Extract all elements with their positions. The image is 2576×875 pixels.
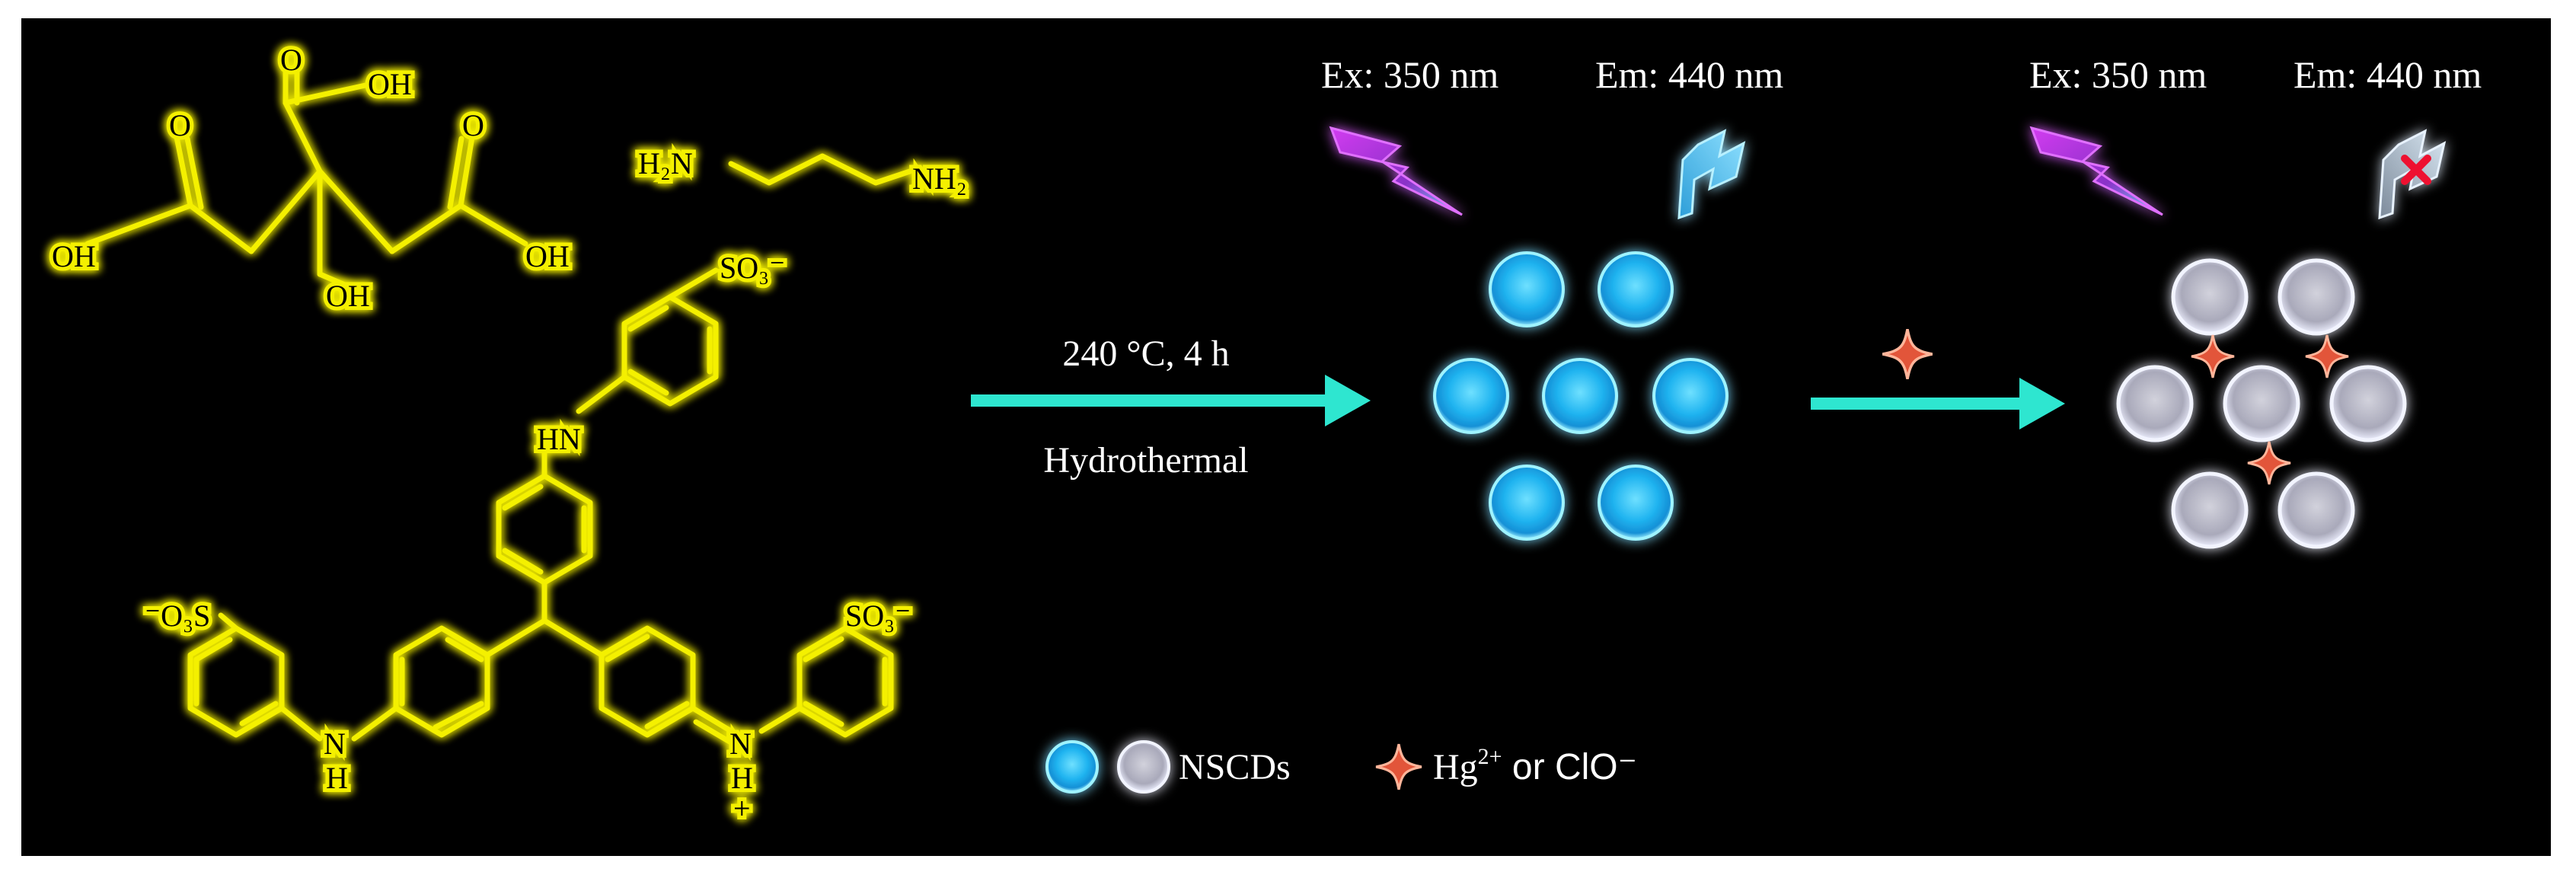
after-emission-label: Em: 440 nm bbox=[2294, 53, 2482, 96]
citric-o-top-glow: O bbox=[280, 43, 302, 77]
citric-oh-right: OH bbox=[525, 239, 570, 273]
dye-nh-left-h: H bbox=[326, 761, 348, 795]
after-excitation-label: Ex: 350 nm bbox=[2029, 53, 2207, 96]
legend: NSCDs Hg2+ or ClO⁻ bbox=[1045, 740, 1637, 794]
dye-nh-left-n: N bbox=[324, 727, 346, 761]
citric-o-left: O bbox=[169, 108, 191, 142]
dye-so3-top-glow: SO₃⁻ bbox=[720, 251, 785, 285]
en-h2n: H₂N bbox=[638, 146, 693, 180]
dye-nh-right-plus: + bbox=[733, 791, 751, 826]
citric-oh-bottom: OH bbox=[326, 279, 370, 313]
after-excitation-bolt-icon bbox=[2029, 126, 2163, 216]
before-excitation-bolt-icon bbox=[1329, 126, 1463, 216]
before-emission-bolt-icon bbox=[1677, 129, 1746, 220]
reaction-method: Hydrothermal bbox=[1043, 440, 1248, 481]
nscd-dot bbox=[1489, 465, 1565, 541]
en-nh2: NH₂ bbox=[912, 161, 967, 196]
nscd-dot bbox=[1489, 251, 1565, 327]
structure-bonds bbox=[85, 69, 913, 746]
legend-ion-star-icon bbox=[1374, 742, 1423, 791]
dye-so3-right: SO₃⁻ bbox=[845, 599, 911, 633]
nscd-dot-quenched bbox=[2116, 365, 2194, 442]
quenched-nscd-cluster bbox=[2116, 258, 2407, 549]
structure-labels: OH O O O OH OH OH H₂N NH₂ SO₃⁻ HN ⁻O₃S S… bbox=[52, 43, 967, 826]
nscd-dot bbox=[1652, 358, 1729, 434]
citric-oh-right-glow: OH bbox=[525, 239, 570, 273]
citric-oh-top: OH bbox=[368, 67, 412, 101]
nscd-dot-quenched bbox=[2223, 365, 2300, 442]
nscd-dot bbox=[1433, 358, 1509, 434]
dye-nh-right-h-glow: H bbox=[731, 761, 753, 795]
dye-nh-right-n-glow: N bbox=[729, 727, 752, 761]
legend-bright-dot bbox=[1045, 740, 1099, 794]
nscd-dot bbox=[1542, 358, 1618, 434]
citric-acid-bonds bbox=[85, 69, 528, 289]
reaction-arrow bbox=[971, 375, 1371, 426]
acid-dye-bonds bbox=[187, 267, 894, 746]
dye-nh-left-h-glow: H bbox=[326, 761, 348, 795]
nscd-dot-quenched bbox=[2171, 258, 2249, 336]
citric-o-right-glow: O bbox=[462, 108, 484, 142]
addition-arrow bbox=[1811, 378, 2065, 430]
ion-star-icon bbox=[2190, 334, 2236, 379]
en-nh2-glow: NH₂ bbox=[912, 161, 967, 196]
dye-so3-top: SO₃⁻ bbox=[720, 251, 785, 285]
dye-nh-left-n-glow: N bbox=[324, 727, 346, 761]
dye-nh-right-n: N bbox=[729, 727, 752, 761]
dye-so3-left: ⁻O₃S bbox=[145, 599, 210, 633]
ion-star-icon bbox=[2304, 334, 2350, 379]
nscd-dot-quenched bbox=[2329, 365, 2407, 442]
ion-star-icon bbox=[1881, 327, 1934, 381]
ion-star-icon bbox=[2246, 440, 2292, 486]
nscd-dot bbox=[1598, 251, 1674, 327]
dye-nh-right-plus-glow: + bbox=[733, 791, 751, 826]
nscd-dot-quenched bbox=[2278, 471, 2355, 549]
before-excitation-label: Ex: 350 nm bbox=[1321, 53, 1499, 96]
nscd-dot-quenched bbox=[2171, 471, 2249, 549]
structure-labels-glow: OH O O O OH OH OH H₂N NH₂ SO₃⁻ HN ⁻O₃S S… bbox=[48, 39, 971, 829]
legend-nscd-label: NSCDs bbox=[1179, 747, 1291, 787]
black-panel bbox=[21, 18, 2551, 856]
quench-x-icon bbox=[2401, 155, 2431, 185]
en-h2n-glow: H₂N bbox=[638, 146, 693, 180]
legend-quenched-dot bbox=[1117, 740, 1170, 794]
dye-so3-right-glow: SO₃⁻ bbox=[845, 599, 911, 633]
citric-oh-top-glow: OH bbox=[368, 67, 412, 101]
dye-hn-top-glow: HN bbox=[537, 422, 581, 456]
citric-oh-left-glow: OH bbox=[52, 239, 96, 273]
citric-o-left-glow: O bbox=[169, 108, 191, 142]
dye-hn-top: HN bbox=[537, 422, 581, 456]
dye-nh-right-h: H bbox=[731, 761, 753, 795]
dye-so3-left-glow: ⁻O₃S bbox=[145, 599, 210, 633]
before-emission-label: Em: 440 nm bbox=[1595, 53, 1783, 96]
legend-ion-label: Hg2+ or ClO⁻ bbox=[1433, 744, 1637, 787]
citric-oh-left: OH bbox=[52, 239, 96, 273]
nscd-dot bbox=[1598, 465, 1674, 541]
ethylenediamine-bonds bbox=[728, 153, 913, 186]
citric-o-right: O bbox=[462, 108, 484, 142]
reaction-condition: 240 °C, 4 h bbox=[1062, 334, 1229, 374]
nscd-dot-quenched bbox=[2278, 258, 2355, 336]
citric-o-top: O bbox=[280, 43, 302, 77]
bright-nscd-cluster bbox=[1433, 251, 1729, 541]
citric-oh-bottom-glow: OH bbox=[326, 279, 370, 313]
